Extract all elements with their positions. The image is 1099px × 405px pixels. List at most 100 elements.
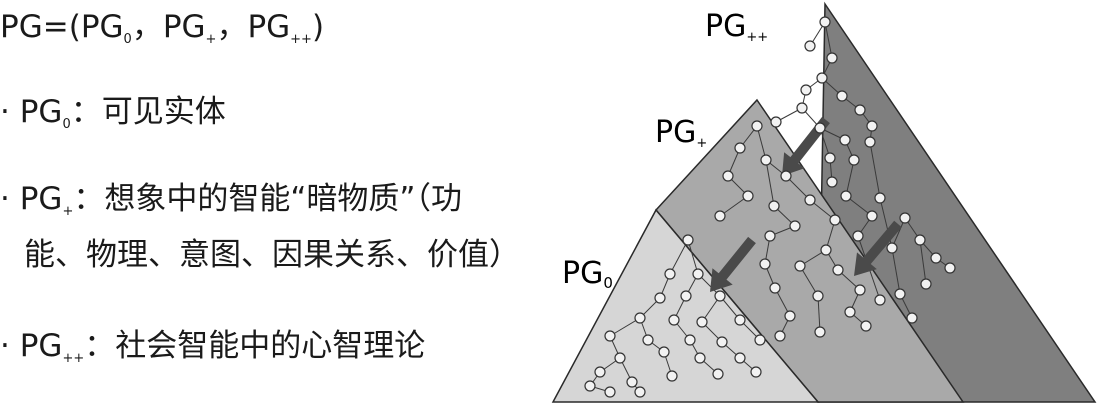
- label-pg-plus-main: PG: [655, 115, 696, 150]
- tree-node: [654, 292, 666, 304]
- formula-term-pg-plusplus: PG: [247, 9, 291, 45]
- tree-edge: [669, 239, 689, 275]
- tree-node: [829, 214, 841, 226]
- label-pg-plusplus-sub: ++: [746, 30, 768, 45]
- tree-node: [626, 376, 638, 388]
- tree-edge: [845, 159, 855, 197]
- label-pg0-sub: 0: [603, 274, 613, 292]
- tree-node: [774, 330, 786, 342]
- tree-nodes: [584, 16, 956, 398]
- bullet-text: 能、物理、意图、因果关系、价值）: [24, 237, 520, 273]
- tree-node: [844, 306, 856, 318]
- tree-node: [684, 334, 696, 346]
- tree-node: [839, 134, 851, 146]
- tree-node: [658, 346, 670, 358]
- tree-node: [874, 294, 886, 306]
- bullet-text: ：可见实体: [70, 94, 226, 130]
- tree-node: [814, 122, 826, 134]
- tree-node: [634, 386, 646, 398]
- tree-node: [696, 316, 708, 328]
- formula-lhs: PG=: [0, 9, 69, 45]
- tree-node: [826, 176, 838, 188]
- tree-node: [874, 192, 886, 204]
- tree-edge: [609, 317, 641, 337]
- tree-node: [836, 90, 848, 102]
- tree-node: [914, 234, 926, 246]
- bullet-pg0: · PG0：可见实体: [0, 94, 226, 132]
- tree-node: [682, 234, 694, 246]
- bullet-sub: ++: [62, 351, 85, 366]
- tree-node: [794, 260, 806, 272]
- tree-node: [770, 116, 782, 128]
- tree-node: [816, 72, 828, 84]
- formula-term-pg0: PG: [80, 9, 124, 45]
- tree-node: [692, 268, 704, 280]
- tree-node: [714, 210, 726, 222]
- tree-edge: [719, 195, 749, 217]
- label-pg0-main: PG: [562, 256, 603, 291]
- tree-node: [664, 268, 676, 280]
- bullet-sub: 0: [62, 117, 71, 132]
- tree-node: [804, 40, 816, 52]
- tree-node: [604, 386, 616, 398]
- tree-node: [894, 288, 906, 300]
- tree-node: [848, 154, 860, 166]
- tree-node: [812, 290, 824, 302]
- tree-node: [886, 242, 898, 254]
- tree-edge: [756, 125, 767, 161]
- tree-node: [712, 368, 724, 380]
- pyramid-regions: [551, 1, 1097, 403]
- tree-node: [734, 314, 746, 326]
- pyramid-diagram: PG0 PG+ PG++: [551, 1, 1097, 403]
- label-pg-plusplus: PG++: [705, 9, 768, 45]
- tree-node: [768, 200, 780, 212]
- formula: PG=(PG0，PG+，PG++): [0, 9, 324, 47]
- tree-node: [769, 282, 781, 294]
- bullet-prefix: PG: [19, 181, 63, 217]
- tree-node: [754, 334, 766, 346]
- formula-sub-0: 0: [123, 32, 132, 47]
- tree-node: [722, 170, 734, 182]
- tree-edge: [799, 265, 819, 297]
- tree-node: [860, 320, 872, 332]
- tree-node: [820, 244, 832, 256]
- tree-node: [751, 120, 763, 132]
- tree-edge: [765, 159, 775, 207]
- tree-node: [804, 194, 816, 206]
- tree-node: [666, 370, 678, 382]
- label-pg0: PG0: [562, 256, 613, 292]
- bullet-sub: +: [62, 204, 74, 219]
- tree-edge: [824, 21, 833, 59]
- tree-node: [584, 380, 596, 392]
- tree-node: [866, 120, 878, 132]
- tree-edge: [869, 141, 881, 199]
- label-pg-plus: PG+: [655, 115, 707, 151]
- bullet-marker: ·: [0, 181, 10, 217]
- tree-node: [814, 326, 826, 338]
- tree-node: [694, 352, 706, 364]
- tree-node: [680, 290, 692, 302]
- label-pg-plusplus-main: PG: [705, 9, 746, 44]
- tree-node: [796, 102, 808, 114]
- tree-node: [668, 314, 680, 326]
- formula-separator: ，: [131, 9, 163, 45]
- tree-node: [764, 230, 776, 242]
- tree-node: [840, 190, 852, 202]
- tree-node: [866, 210, 878, 222]
- tree-node: [789, 220, 801, 232]
- formula-open-paren: (: [68, 9, 81, 45]
- bullet-prefix: PG: [19, 328, 63, 364]
- tree-node: [614, 352, 626, 364]
- bullet-pg-plusplus: · PG++：社会智能中的心智理论: [0, 328, 425, 366]
- tree-node: [734, 352, 746, 364]
- tree-node: [852, 230, 864, 242]
- formula-separator: ，: [216, 9, 248, 45]
- bullet-marker: ·: [0, 94, 10, 130]
- arrow-icon: [710, 236, 756, 292]
- tree-node: [930, 252, 942, 264]
- bullet-text: ：想象中的智能“暗物质”（功: [73, 181, 462, 217]
- bullet-pg-plus-continuation: 能、物理、意图、因果关系、价值）: [24, 240, 520, 271]
- tree-node: [854, 104, 866, 116]
- tree-node: [800, 84, 812, 96]
- tree-edge: [919, 239, 927, 285]
